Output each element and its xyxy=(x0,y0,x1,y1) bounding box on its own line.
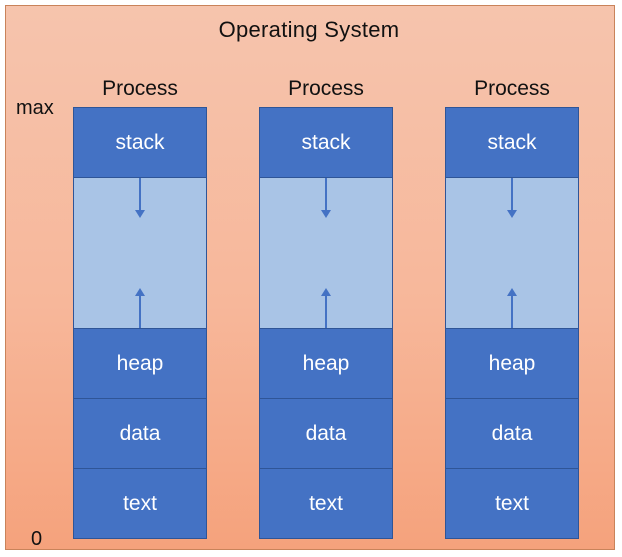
text-segment: text xyxy=(259,468,393,539)
os-title: Operating System xyxy=(218,17,400,42)
process-1: stack heap data text xyxy=(73,107,207,539)
stack-growth-arrow xyxy=(507,178,517,218)
axis-max-label: max xyxy=(16,97,54,119)
text-segment: text xyxy=(445,468,579,539)
stack-segment: stack xyxy=(259,107,393,178)
stack-segment: stack xyxy=(445,107,579,178)
heap-segment: heap xyxy=(259,328,393,399)
process-label-1: Process xyxy=(102,77,178,100)
heap-growth-arrow xyxy=(321,288,331,329)
data-segment: data xyxy=(73,398,207,469)
process-3: stack heap data text xyxy=(445,107,579,539)
process-label-2: Process xyxy=(288,77,364,100)
heap-growth-arrow xyxy=(507,288,517,329)
data-segment: data xyxy=(259,398,393,469)
heap-segment: heap xyxy=(445,328,579,399)
heap-segment: heap xyxy=(73,328,207,399)
axis-min-label: 0 xyxy=(31,528,43,550)
process-2: stack heap data text xyxy=(259,107,393,539)
text-segment: text xyxy=(73,468,207,539)
process-label-3: Process xyxy=(474,77,550,100)
stack-segment: stack xyxy=(73,107,207,178)
data-segment: data xyxy=(445,398,579,469)
stack-growth-arrow xyxy=(321,178,331,218)
heap-growth-arrow xyxy=(135,288,145,329)
stack-growth-arrow xyxy=(135,178,145,218)
